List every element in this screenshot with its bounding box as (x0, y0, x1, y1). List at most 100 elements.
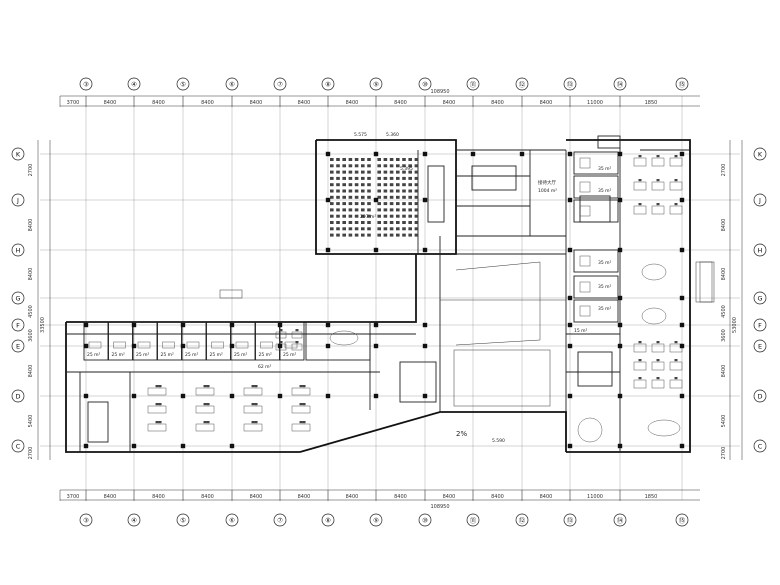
row-axis-bubble-5 (11, 339, 25, 353)
bottom-total-dimension: 108950 (430, 504, 449, 510)
office-room-5 (206, 321, 231, 361)
auditorium-seat (408, 158, 412, 161)
auditorium-seat (396, 158, 400, 161)
row-axis-bubble-3 (753, 291, 767, 305)
dimension-5: 8400 (298, 494, 311, 500)
chair (158, 421, 162, 424)
dimension-6: 8400 (346, 494, 359, 500)
auditorium-seat (389, 221, 394, 224)
auditorium-seat (396, 214, 400, 218)
axis-label-10: ⑬ (567, 516, 574, 524)
row-axis-label-7: C (16, 442, 21, 450)
auditorium-seat (377, 214, 381, 218)
row-axis-bubble-3 (11, 291, 25, 305)
east-room-0 (573, 151, 619, 175)
desk (291, 387, 311, 396)
column (422, 197, 428, 203)
axis-label-2: ⑤ (180, 80, 186, 88)
chair (254, 385, 258, 388)
column (180, 322, 186, 328)
desk (243, 405, 263, 414)
auditorium-seat (402, 170, 406, 174)
row-axis-bubble-7 (11, 439, 25, 453)
column (567, 295, 573, 301)
desk (291, 405, 311, 414)
column (470, 151, 476, 157)
axis-bubble-9 (515, 513, 529, 527)
row-dimension-6: 5400 (28, 415, 34, 428)
row-axis-bubble-0 (753, 147, 767, 161)
column (679, 443, 685, 449)
office-room-area-5: 25 m² (210, 352, 224, 358)
row-dimension-4: 3600 (28, 329, 34, 342)
chair (251, 385, 255, 388)
auditorium-seat (367, 158, 371, 161)
axis-bubble-10 (563, 513, 577, 527)
auditorium-seat (367, 214, 371, 218)
auditorium-seat (396, 183, 400, 187)
row-dimension-5: 8400 (721, 365, 727, 378)
column (679, 295, 685, 301)
row-axis-label-6: D (15, 392, 20, 400)
auditorium-seat (367, 164, 371, 168)
desk (243, 423, 263, 432)
axis-bubble-2 (176, 513, 190, 527)
meeting-room (305, 321, 371, 361)
auditorium-seat (361, 195, 365, 199)
chair (638, 155, 642, 158)
desk (669, 361, 683, 371)
chair (674, 203, 678, 206)
column (617, 343, 623, 349)
auditorium-seat (336, 221, 340, 224)
desk (669, 157, 683, 167)
chair (656, 341, 660, 344)
auditorium-seat (348, 170, 353, 174)
axis-label-11: ⑭ (617, 80, 624, 88)
column (567, 393, 573, 399)
dimension-11: 11000 (587, 494, 603, 500)
auditorium-seat (361, 221, 365, 224)
auditorium-seat (330, 195, 334, 199)
open-office-desks (147, 155, 683, 432)
auditorium-seat (389, 158, 394, 161)
axis-bubble-5 (321, 77, 335, 91)
axis-label-2: ⑤ (180, 516, 186, 524)
row-dimension-2: 8400 (721, 268, 727, 281)
auditorium-seat (408, 189, 412, 193)
auditorium-seat (383, 189, 388, 193)
auditorium-seat (330, 208, 334, 212)
column (229, 322, 235, 328)
auditorium-seat (383, 227, 388, 231)
column (567, 322, 573, 328)
auditorium-seat (354, 183, 359, 187)
column (422, 343, 428, 349)
auditorium-seating (330, 158, 419, 237)
row-axis-label-0: K (16, 150, 21, 158)
auditorium-seat (396, 195, 400, 199)
chair (638, 341, 642, 344)
row-axis-bubble-5 (753, 339, 767, 353)
auditorium-seat (342, 208, 346, 212)
axis-bubble-11 (613, 77, 627, 91)
auditorium-seat (354, 164, 359, 168)
axis-label-1: ④ (131, 80, 137, 88)
axis-label-9: ⑫ (519, 516, 526, 524)
axis-bubble-7 (418, 513, 432, 527)
axis-label-4: ⑦ (277, 80, 283, 88)
auditorium-seat (414, 227, 419, 231)
auditorium-seat (383, 202, 388, 206)
column (131, 443, 137, 449)
auditorium-seat (354, 176, 359, 180)
room-area-east-5: 35 m² (598, 306, 612, 312)
row-axis-bubble-2 (11, 243, 25, 257)
chair (158, 403, 162, 406)
office-area: 62 m² (258, 364, 272, 370)
auditorium-seat (354, 170, 359, 174)
auditorium-seat (408, 183, 412, 187)
auditorium-seat (342, 176, 346, 180)
dimension-6: 8400 (346, 100, 359, 106)
chair (251, 421, 255, 424)
auditorium-seat (377, 233, 381, 237)
